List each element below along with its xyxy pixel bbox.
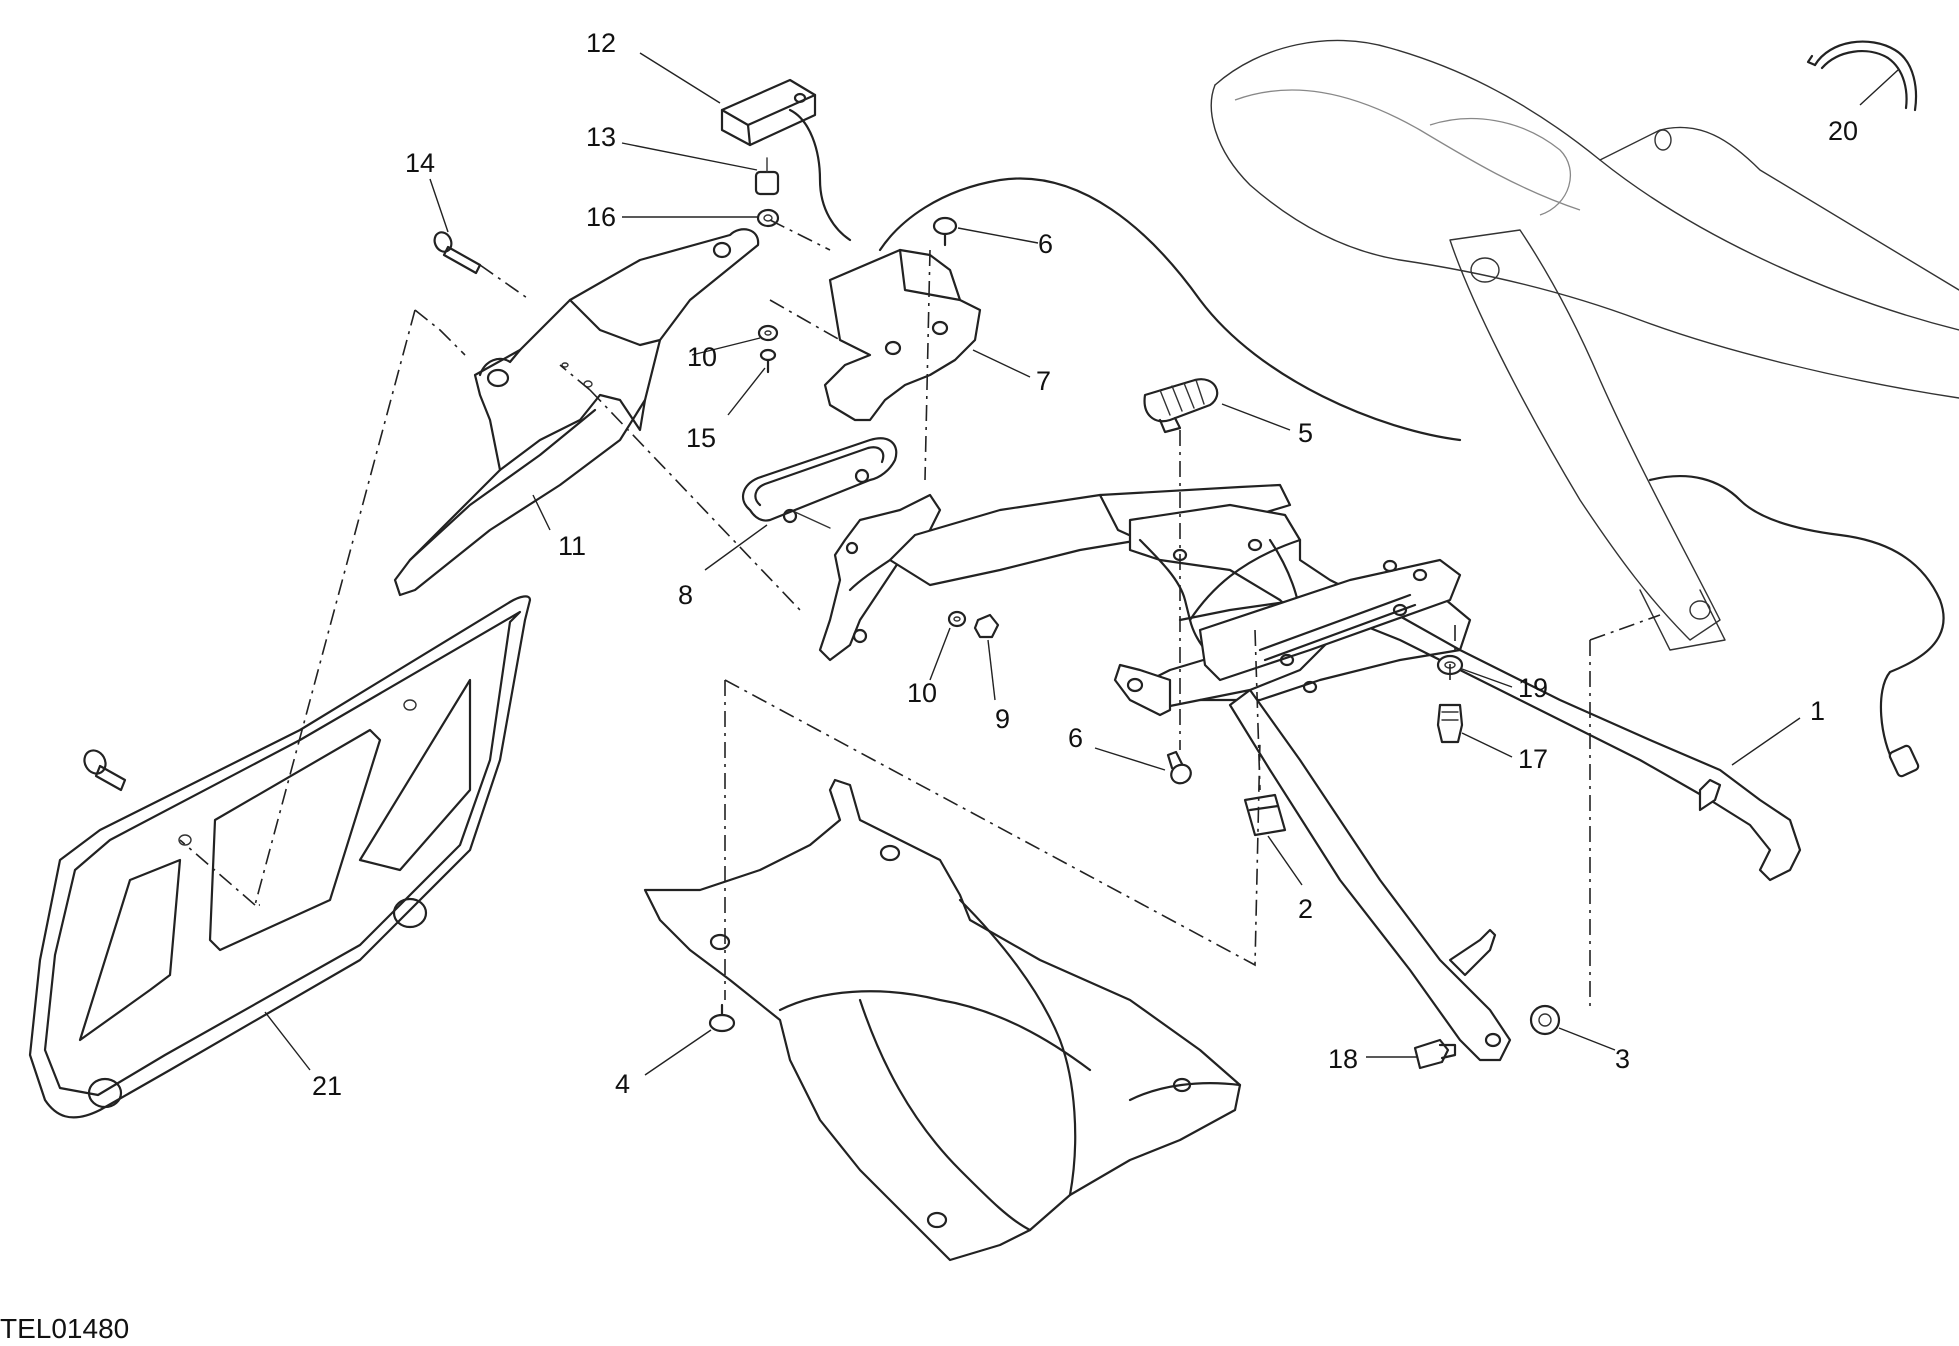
callout-3: 3 <box>1615 1044 1630 1074</box>
callout-12: 12 <box>586 28 616 58</box>
cable-tie <box>1806 40 1918 112</box>
screw <box>433 231 482 275</box>
clip-nut <box>1243 793 1287 837</box>
callout-20: 20 <box>1828 116 1858 146</box>
reflector <box>741 437 898 529</box>
callout-9: 9 <box>995 704 1010 734</box>
callout-10-upper: 10 <box>687 342 717 372</box>
callout-6-top: 6 <box>1038 229 1053 259</box>
screw <box>1413 1038 1457 1070</box>
assembly-axis-lines <box>179 219 1661 1010</box>
callout-13: 13 <box>586 122 616 152</box>
callout-7: 7 <box>1036 366 1051 396</box>
screw <box>1436 703 1464 744</box>
screw <box>1166 750 1192 785</box>
rear-subframe <box>848 483 1802 1062</box>
callout-5: 5 <box>1298 418 1313 448</box>
leader-lines <box>264 52 1899 1076</box>
spacer <box>754 157 780 196</box>
callout-15: 15 <box>686 423 716 453</box>
callout-1: 1 <box>1810 696 1825 726</box>
callout-10-lower: 10 <box>907 678 937 708</box>
nut <box>1529 1004 1561 1036</box>
callout-2: 2 <box>1298 894 1313 924</box>
callout-labels: 1 2 3 4 5 6 6 7 8 9 10 10 11 12 13 14 15… <box>312 28 1858 1101</box>
license-plate-light <box>720 78 852 242</box>
callout-4: 4 <box>615 1069 630 1099</box>
screw <box>83 749 127 792</box>
wiring-harness <box>878 177 1945 778</box>
callout-17: 17 <box>1518 744 1548 774</box>
number-plate <box>28 595 532 1119</box>
plate-holder-arm <box>393 228 760 597</box>
light-bracket <box>823 248 982 422</box>
rear-splash-guard <box>643 778 1242 1262</box>
callout-19: 19 <box>1518 673 1548 703</box>
callout-11: 11 <box>558 531 586 561</box>
callout-8: 8 <box>678 580 693 610</box>
callout-14: 14 <box>405 148 435 178</box>
washer <box>947 610 967 628</box>
frame-bracket-plate <box>818 493 942 662</box>
washer <box>757 324 779 342</box>
rubber-buffer <box>1143 378 1219 434</box>
nut <box>756 208 780 228</box>
callout-6-bottom: 6 <box>1068 723 1083 753</box>
screw <box>932 216 958 247</box>
nut <box>973 613 1000 639</box>
screw <box>708 1003 736 1033</box>
callout-18: 18 <box>1328 1044 1358 1074</box>
callout-21: 21 <box>312 1071 342 1101</box>
tail-seat-unit <box>1210 39 1959 651</box>
callout-16: 16 <box>586 202 616 232</box>
drawing-code: TEL01480 <box>0 1313 129 1344</box>
screw <box>759 348 777 374</box>
